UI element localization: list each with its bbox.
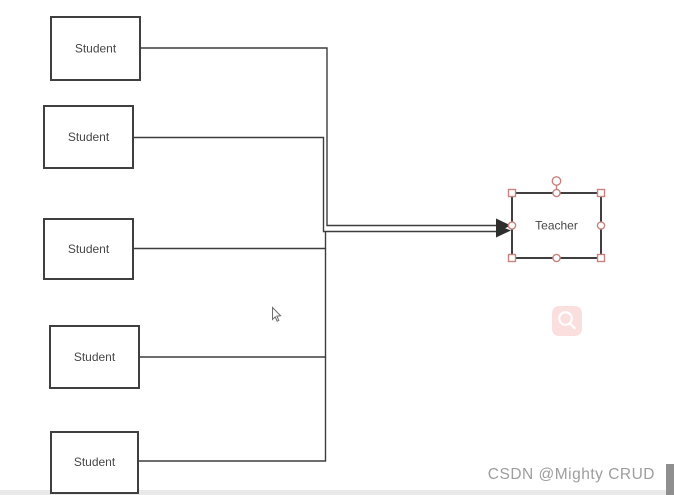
node-student-1[interactable]: Student	[50, 16, 141, 81]
node-label: Student	[75, 42, 117, 56]
magnifier-icon	[558, 311, 576, 330]
node-student-2[interactable]: Student	[43, 105, 134, 169]
node-label: Student	[74, 350, 116, 364]
resize-handle-w[interactable]	[507, 221, 517, 230]
resize-handle-se[interactable]	[596, 253, 606, 263]
rotation-handle[interactable]	[551, 176, 562, 186]
edge-student2-teacher[interactable]	[133, 136, 497, 233]
resize-handle-nw[interactable]	[507, 188, 517, 198]
resize-handle-n[interactable]	[552, 188, 561, 198]
edge-student4-teacher[interactable]	[139, 248, 327, 358]
resize-handle-ne[interactable]	[596, 188, 606, 198]
bottom-scrollbar-track[interactable]	[0, 490, 674, 495]
connector-group	[133, 47, 511, 462]
node-label: Teacher	[535, 219, 578, 233]
node-student-5[interactable]: Student	[50, 431, 139, 494]
edge-student5-teacher[interactable]	[138, 357, 327, 462]
resize-handle-sw[interactable]	[507, 253, 517, 263]
edge-student3-teacher[interactable]	[133, 232, 327, 250]
search-icon	[552, 306, 582, 336]
node-label: Student	[68, 242, 110, 256]
node-teacher[interactable]: Teacher	[511, 192, 602, 259]
resize-handle-s[interactable]	[552, 253, 561, 263]
node-label: Student	[68, 130, 110, 144]
selection-handles	[507, 176, 606, 263]
node-label: Student	[74, 455, 116, 469]
csdn-watermark-text: CSDN @Mighty CRUD	[487, 466, 655, 483]
edge-student1-teacher[interactable]	[140, 47, 497, 227]
mouse-cursor-icon	[272, 306, 282, 322]
node-student-4[interactable]: Student	[49, 325, 140, 389]
vertical-scrollbar-thumb[interactable]	[666, 464, 674, 495]
node-student-3[interactable]: Student	[43, 218, 134, 280]
resize-handle-e[interactable]	[596, 221, 606, 230]
arrowhead-icon	[496, 224, 511, 238]
